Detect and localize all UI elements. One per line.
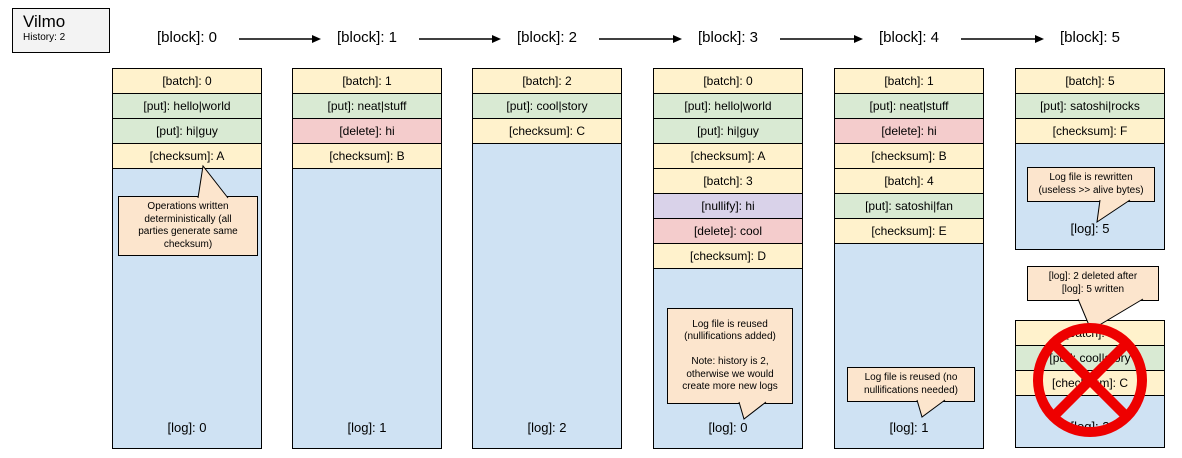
delete-op-row: [delete]: cool — [654, 219, 802, 244]
log-label: [log]: 1 — [347, 420, 387, 435]
batch-op-row: [batch]: 5 — [1016, 69, 1164, 94]
callout-line: parties generate same — [138, 226, 238, 237]
put-op-row: [put]: hi|guy — [113, 119, 261, 144]
block-label-5: [block]: 5 — [1059, 29, 1121, 46]
delete-op-row: [delete]: hi — [835, 119, 983, 144]
callout-line: (nullifications added) — [684, 331, 776, 342]
put-op-row: [put]: satoshi|rocks — [1016, 94, 1164, 119]
log-file-area: [log]: 2 — [1016, 396, 1164, 447]
callout-deleted: [log]: 2 deleted after[log]: 5 written — [1027, 266, 1159, 301]
block-label-2: [block]: 2 — [516, 29, 578, 46]
batch-op-row: [batch]: 4 — [835, 169, 983, 194]
log-file-area: [log]: 2 — [473, 144, 621, 448]
callout-reused3: Log file is reused(nullifications added)… — [667, 308, 793, 404]
checksum-op-row: [checksum]: A — [654, 144, 802, 169]
put-op-row: [put]: cool|story — [473, 94, 621, 119]
batch-op-row: [batch]: 3 — [654, 169, 802, 194]
checksum-op-row: [checksum]: F — [1016, 119, 1164, 144]
callout-line: Log file is reused (no — [864, 372, 958, 383]
checksum-op-row: [checksum]: C — [473, 119, 621, 144]
log-label: [log]: 1 — [889, 420, 929, 435]
callout-line: create more new logs — [682, 381, 778, 392]
batch-op-row: [batch]: 0 — [654, 69, 802, 94]
batch-op-row: [batch]: 2 — [473, 69, 621, 94]
batch-op-row: [batch]: 0 — [113, 69, 261, 94]
block-label-1: [block]: 1 — [336, 29, 398, 46]
checksum-op-row: [checksum]: C — [1016, 371, 1164, 396]
callout-line: (useless >> alive bytes) — [1038, 184, 1144, 196]
checksum-op-row: [checksum]: B — [835, 144, 983, 169]
log-label: [log]: 5 — [1070, 221, 1110, 236]
checksum-op-row: [checksum]: A — [113, 144, 261, 169]
put-op-row: [put]: hi|guy — [654, 119, 802, 144]
history-setting: History: 2 — [23, 32, 66, 43]
put-op-row: [put]: cool|story — [1016, 346, 1164, 371]
delete-op-row: [delete]: hi — [293, 119, 441, 144]
callout-line: nullifications needed) — [864, 384, 958, 396]
callout-rewritten: Log file is rewritten(useless >> alive b… — [1027, 167, 1155, 202]
log-label: [log]: 0 — [708, 420, 748, 435]
block-label-4: [block]: 4 — [878, 29, 940, 46]
put-op-row: [put]: neat|stuff — [293, 94, 441, 119]
checksum-op-row: [checksum]: B — [293, 144, 441, 169]
callout-line: otherwise we would — [686, 368, 774, 380]
log-label: [log]: 2 — [1070, 419, 1110, 434]
nullify-op-row: [nullify]: hi — [654, 194, 802, 219]
put-op-row: [put]: hello|world — [654, 94, 802, 119]
callout-line: checksum) — [163, 238, 213, 250]
block-stack-1: [batch]: 1[put]: neat|stuff[delete]: hi[… — [292, 68, 442, 449]
callout-line: [log]: 2 deleted after — [1048, 271, 1138, 282]
callout-line: Log file is reused — [692, 318, 768, 330]
batch-op-row: [batch]: 2 — [1016, 321, 1164, 346]
batch-op-row: [batch]: 1 — [293, 69, 441, 94]
put-op-row: [put]: hello|world — [113, 94, 261, 119]
block-stack-5: [batch]: 5[put]: satoshi|rocks[checksum]… — [1015, 68, 1165, 250]
checksum-op-row: [checksum]: E — [835, 219, 983, 244]
log-label: [log]: 2 — [527, 420, 567, 435]
callout-line: [log]: 5 written — [1061, 283, 1125, 295]
log-label: [log]: 0 — [167, 420, 207, 435]
block-label-3: [block]: 3 — [697, 29, 759, 46]
block-stack-deleted: [batch]: 2[put]: cool|story[checksum]: C… — [1015, 320, 1165, 448]
block-stack-0: [batch]: 0[put]: hello|world[put]: hi|gu… — [112, 68, 262, 449]
callout-line: Log file is rewritten — [1049, 172, 1133, 183]
callout-line: Operations written — [147, 201, 229, 212]
app-title: Vilmo — [23, 12, 66, 31]
put-op-row: [put]: neat|stuff — [835, 94, 983, 119]
batch-op-row: [batch]: 1 — [835, 69, 983, 94]
put-op-row: [put]: satoshi|fan — [835, 194, 983, 219]
block-label-0: [block]: 0 — [156, 29, 218, 46]
legend-box: Vilmo History: 2 — [12, 8, 110, 53]
log-file-area: [log]: 1 — [293, 169, 441, 448]
checksum-op-row: [checksum]: D — [654, 244, 802, 269]
callout-line: deterministically (all — [144, 213, 232, 225]
block-stack-2: [batch]: 2[put]: cool|story[checksum]: C… — [472, 68, 622, 449]
callout-line: Note: history is 2, — [691, 356, 769, 367]
log-file-area: [log]: 1 — [835, 244, 983, 448]
